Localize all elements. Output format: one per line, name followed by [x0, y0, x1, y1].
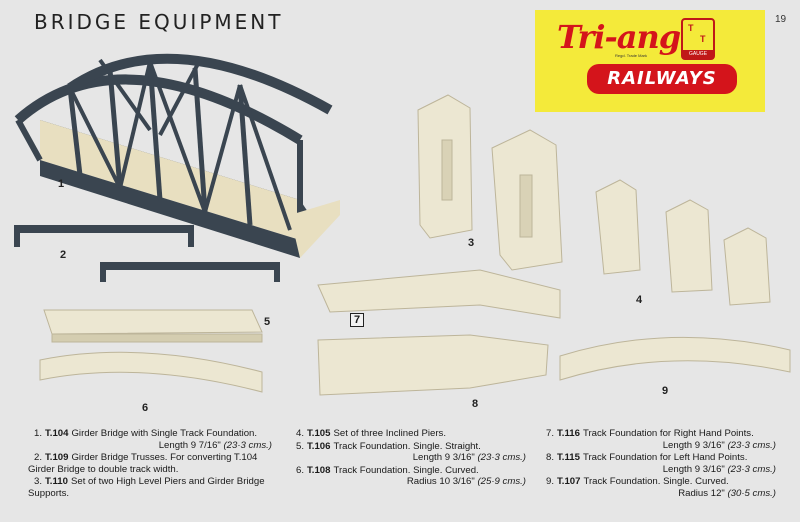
figure-label-7: 7: [350, 313, 365, 327]
inclined-piers-illustration: [595, 179, 771, 306]
brand-wordmark: Tri-ang: [557, 18, 681, 56]
girder-bridge-illustration: [14, 53, 340, 258]
curved-track-6-illustration: [39, 351, 263, 393]
left-hand-points-illustration: [317, 334, 549, 396]
triang-logo-panel: Tri-ang Regd. Trade Mark T T GAUGE RAILW…: [535, 10, 765, 112]
figure-label-8: 8: [472, 398, 479, 410]
girder-supports-illustration: [14, 225, 280, 282]
page-number: 19: [775, 14, 787, 25]
figure-label-5: 5: [264, 316, 271, 328]
curved-track-9-illustration: [559, 336, 791, 381]
figure-label-9: 9: [662, 385, 669, 397]
railways-banner: RAILWAYS: [587, 64, 737, 94]
page-title: BRIDGE EQUIPMENT: [34, 10, 284, 34]
figure-label-1: 1: [58, 178, 65, 190]
figure-label-4: 4: [636, 294, 643, 306]
straight-track-illustration: [43, 309, 263, 343]
gauge-bottom-letter: T: [700, 34, 706, 44]
registered-mark: Regd. Trade Mark: [615, 53, 648, 58]
figure-label-6: 6: [142, 402, 149, 414]
gauge-top-letter: T: [688, 23, 694, 33]
product-illustration: [14, 53, 791, 396]
right-hand-points-illustration: [317, 269, 561, 319]
figure-label-2: 2: [60, 249, 67, 261]
high-level-piers-illustration: [417, 94, 563, 271]
figure-label-3: 3: [468, 237, 475, 249]
gauge-label: GAUGE: [683, 50, 713, 58]
tt-gauge-badge: T T GAUGE: [681, 18, 715, 60]
